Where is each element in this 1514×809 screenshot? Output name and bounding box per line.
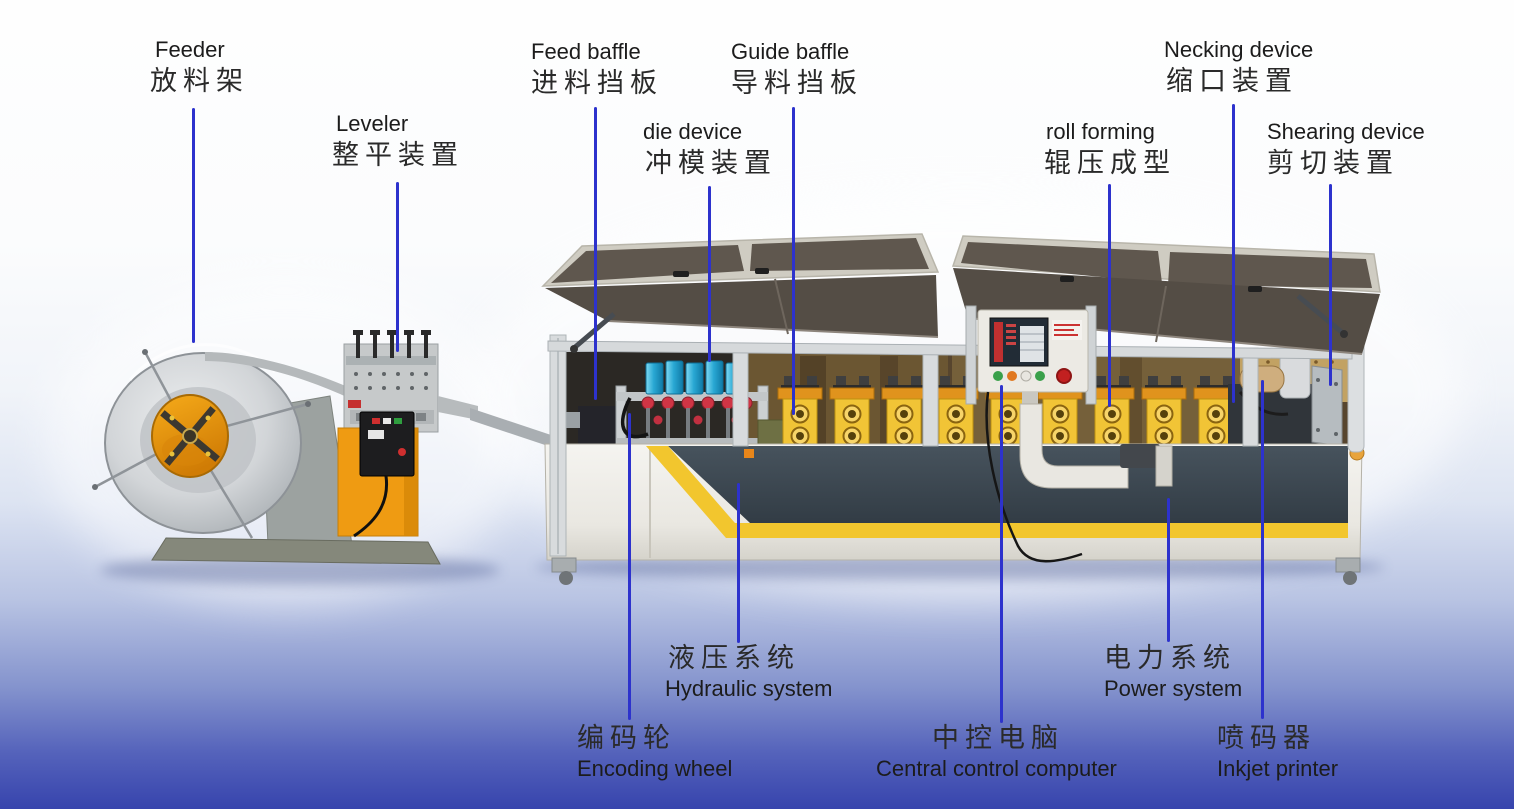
label-encoding-wheel-en: Encoding wheel <box>577 756 733 781</box>
label-power-system-zh: 电力系统 <box>1104 643 1236 673</box>
yellow-diagonal-stripe <box>646 446 748 538</box>
monitor-swing-arm <box>1019 403 1129 489</box>
steel-strip <box>205 352 351 399</box>
central-control-computer-unit <box>965 305 1173 563</box>
label-power-system-en: Power system <box>1104 676 1243 701</box>
label-guide-baffle: Guide baffle 导料挡板 <box>731 38 863 100</box>
leader-line-central-control-computer <box>1000 385 1003 723</box>
label-roll-forming: roll forming 辊压成型 <box>1044 118 1176 180</box>
leader-line-necking-device <box>1232 104 1235 403</box>
label-leveler: Leveler 整平装置 <box>332 110 464 172</box>
label-encoding-wheel: 编码轮 Encoding wheel <box>577 721 732 783</box>
label-power-system: 电力系统 Power system <box>1104 641 1242 703</box>
label-feed-baffle: Feed baffle 进料挡板 <box>531 38 663 100</box>
label-central-control-computer: 中控电脑 Central control computer <box>876 721 1117 783</box>
label-necking-device-en: Necking device <box>1164 37 1314 62</box>
label-inkjet-printer-zh: 喷码器 <box>1217 723 1316 753</box>
left-canopy-lid <box>541 233 940 353</box>
label-roll-forming-zh: 辊压成型 <box>1044 148 1176 178</box>
coil-hub <box>151 394 229 478</box>
leader-line-power-system <box>1167 498 1170 642</box>
roll-forming-machine <box>541 233 1381 585</box>
label-necking-device: Necking device 缩口装置 <box>1164 36 1313 98</box>
leader-line-hydraulic-system <box>737 483 740 643</box>
leveler-adjust-screws <box>353 330 431 358</box>
label-roll-forming-en: roll forming <box>1046 119 1155 144</box>
leveler-unit <box>337 330 566 538</box>
frame-posts <box>547 331 1365 557</box>
label-guide-baffle-en: Guide baffle <box>731 39 850 64</box>
leader-line-shearing-device <box>1329 184 1332 386</box>
label-leveler-en: Leveler <box>336 111 409 136</box>
right-canopy-lid <box>951 235 1381 355</box>
label-shearing-device-en: Shearing device <box>1267 119 1425 144</box>
base-dark-panel <box>668 446 1348 523</box>
label-die-device-en: die device <box>643 119 743 144</box>
label-inkjet-printer-en: Inkjet printer <box>1217 756 1339 781</box>
leveler-control-box <box>359 411 415 477</box>
label-hydraulic-system-zh: 液压系统 <box>668 643 800 673</box>
control-buttons <box>993 368 1072 384</box>
feeder-decoiler <box>92 343 441 565</box>
label-central-control-computer-en: Central control computer <box>876 756 1117 781</box>
label-hydraulic-system: 液压系统 Hydraulic system <box>665 641 832 703</box>
label-central-control-computer-zh: 中控电脑 <box>932 723 1064 753</box>
label-feed-baffle-en: Feed baffle <box>531 39 641 64</box>
label-die-device: die device 冲模装置 <box>643 118 777 180</box>
label-feeder-zh: 放料架 <box>150 66 249 96</box>
label-feed-baffle-zh: 进料挡板 <box>531 68 663 98</box>
label-hydraulic-system-en: Hydraulic system <box>665 676 833 701</box>
leader-line-encoding-wheel <box>628 413 631 720</box>
leader-line-feeder <box>192 108 195 343</box>
label-leveler-zh: 整平装置 <box>332 140 464 170</box>
label-inkjet-printer: 喷码器 Inkjet printer <box>1217 721 1338 783</box>
label-shearing-device: Shearing device 剪切装置 <box>1267 118 1425 180</box>
label-die-device-zh: 冲模装置 <box>645 148 777 178</box>
gas-strut-right <box>1296 294 1346 336</box>
leader-line-die-device <box>708 186 711 362</box>
yellow-bottom-stripe <box>726 523 1348 538</box>
leader-line-inkjet-printer <box>1261 380 1264 719</box>
leader-line-guide-baffle <box>792 107 795 415</box>
label-necking-device-zh: 缩口装置 <box>1166 66 1298 96</box>
label-feeder-en: Feeder <box>155 37 225 62</box>
label-guide-baffle-zh: 导料挡板 <box>731 68 863 98</box>
leader-line-roll-forming <box>1108 184 1111 407</box>
label-feeder: Feeder 放料架 <box>150 36 249 98</box>
label-encoding-wheel-zh: 编码轮 <box>577 723 676 753</box>
label-shearing-device-zh: 剪切装置 <box>1267 148 1399 178</box>
die-cylinders <box>645 360 744 395</box>
leader-line-feed-baffle <box>594 107 597 400</box>
leader-line-leveler <box>396 182 399 352</box>
